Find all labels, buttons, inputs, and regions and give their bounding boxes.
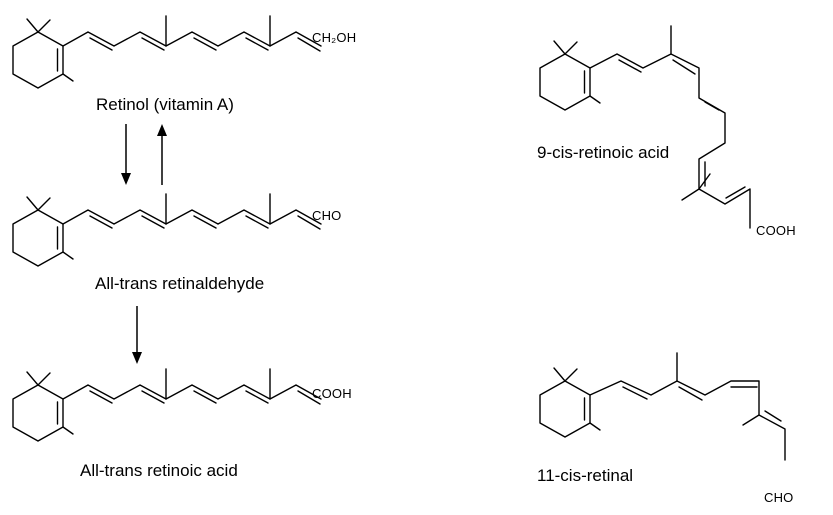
cis9-acid-name: 9-cis-retinoic acid [537, 143, 670, 162]
retinaldehyde-end-group: CHO [312, 208, 342, 223]
cis9-retinoic-acid-structure [539, 25, 751, 229]
retinoic-acid-structure [12, 368, 322, 442]
retinaldehyde-name: All-trans retinaldehyde [95, 274, 265, 293]
retinol-structure [12, 15, 322, 89]
retinol-name: Retinol (vitamin A) [96, 95, 234, 114]
cis11-retinal-end-group: CHO [764, 490, 794, 505]
retinoic-acid-end-group: COOH [312, 386, 352, 401]
cis11-retinal-name: 11-cis-retinal [537, 466, 634, 485]
retinaldehyde-structure [12, 193, 322, 267]
cis11-retinal-structure [539, 352, 786, 461]
retinol-end-group: CH₂OH [312, 30, 357, 45]
oxidation-arrow [157, 124, 167, 185]
retinoic-acid-name: All-trans retinoic acid [80, 461, 238, 480]
conversion-arrow [132, 306, 142, 364]
cis9-acid-end-group: COOH [756, 223, 796, 238]
reduction-arrow [121, 124, 131, 185]
